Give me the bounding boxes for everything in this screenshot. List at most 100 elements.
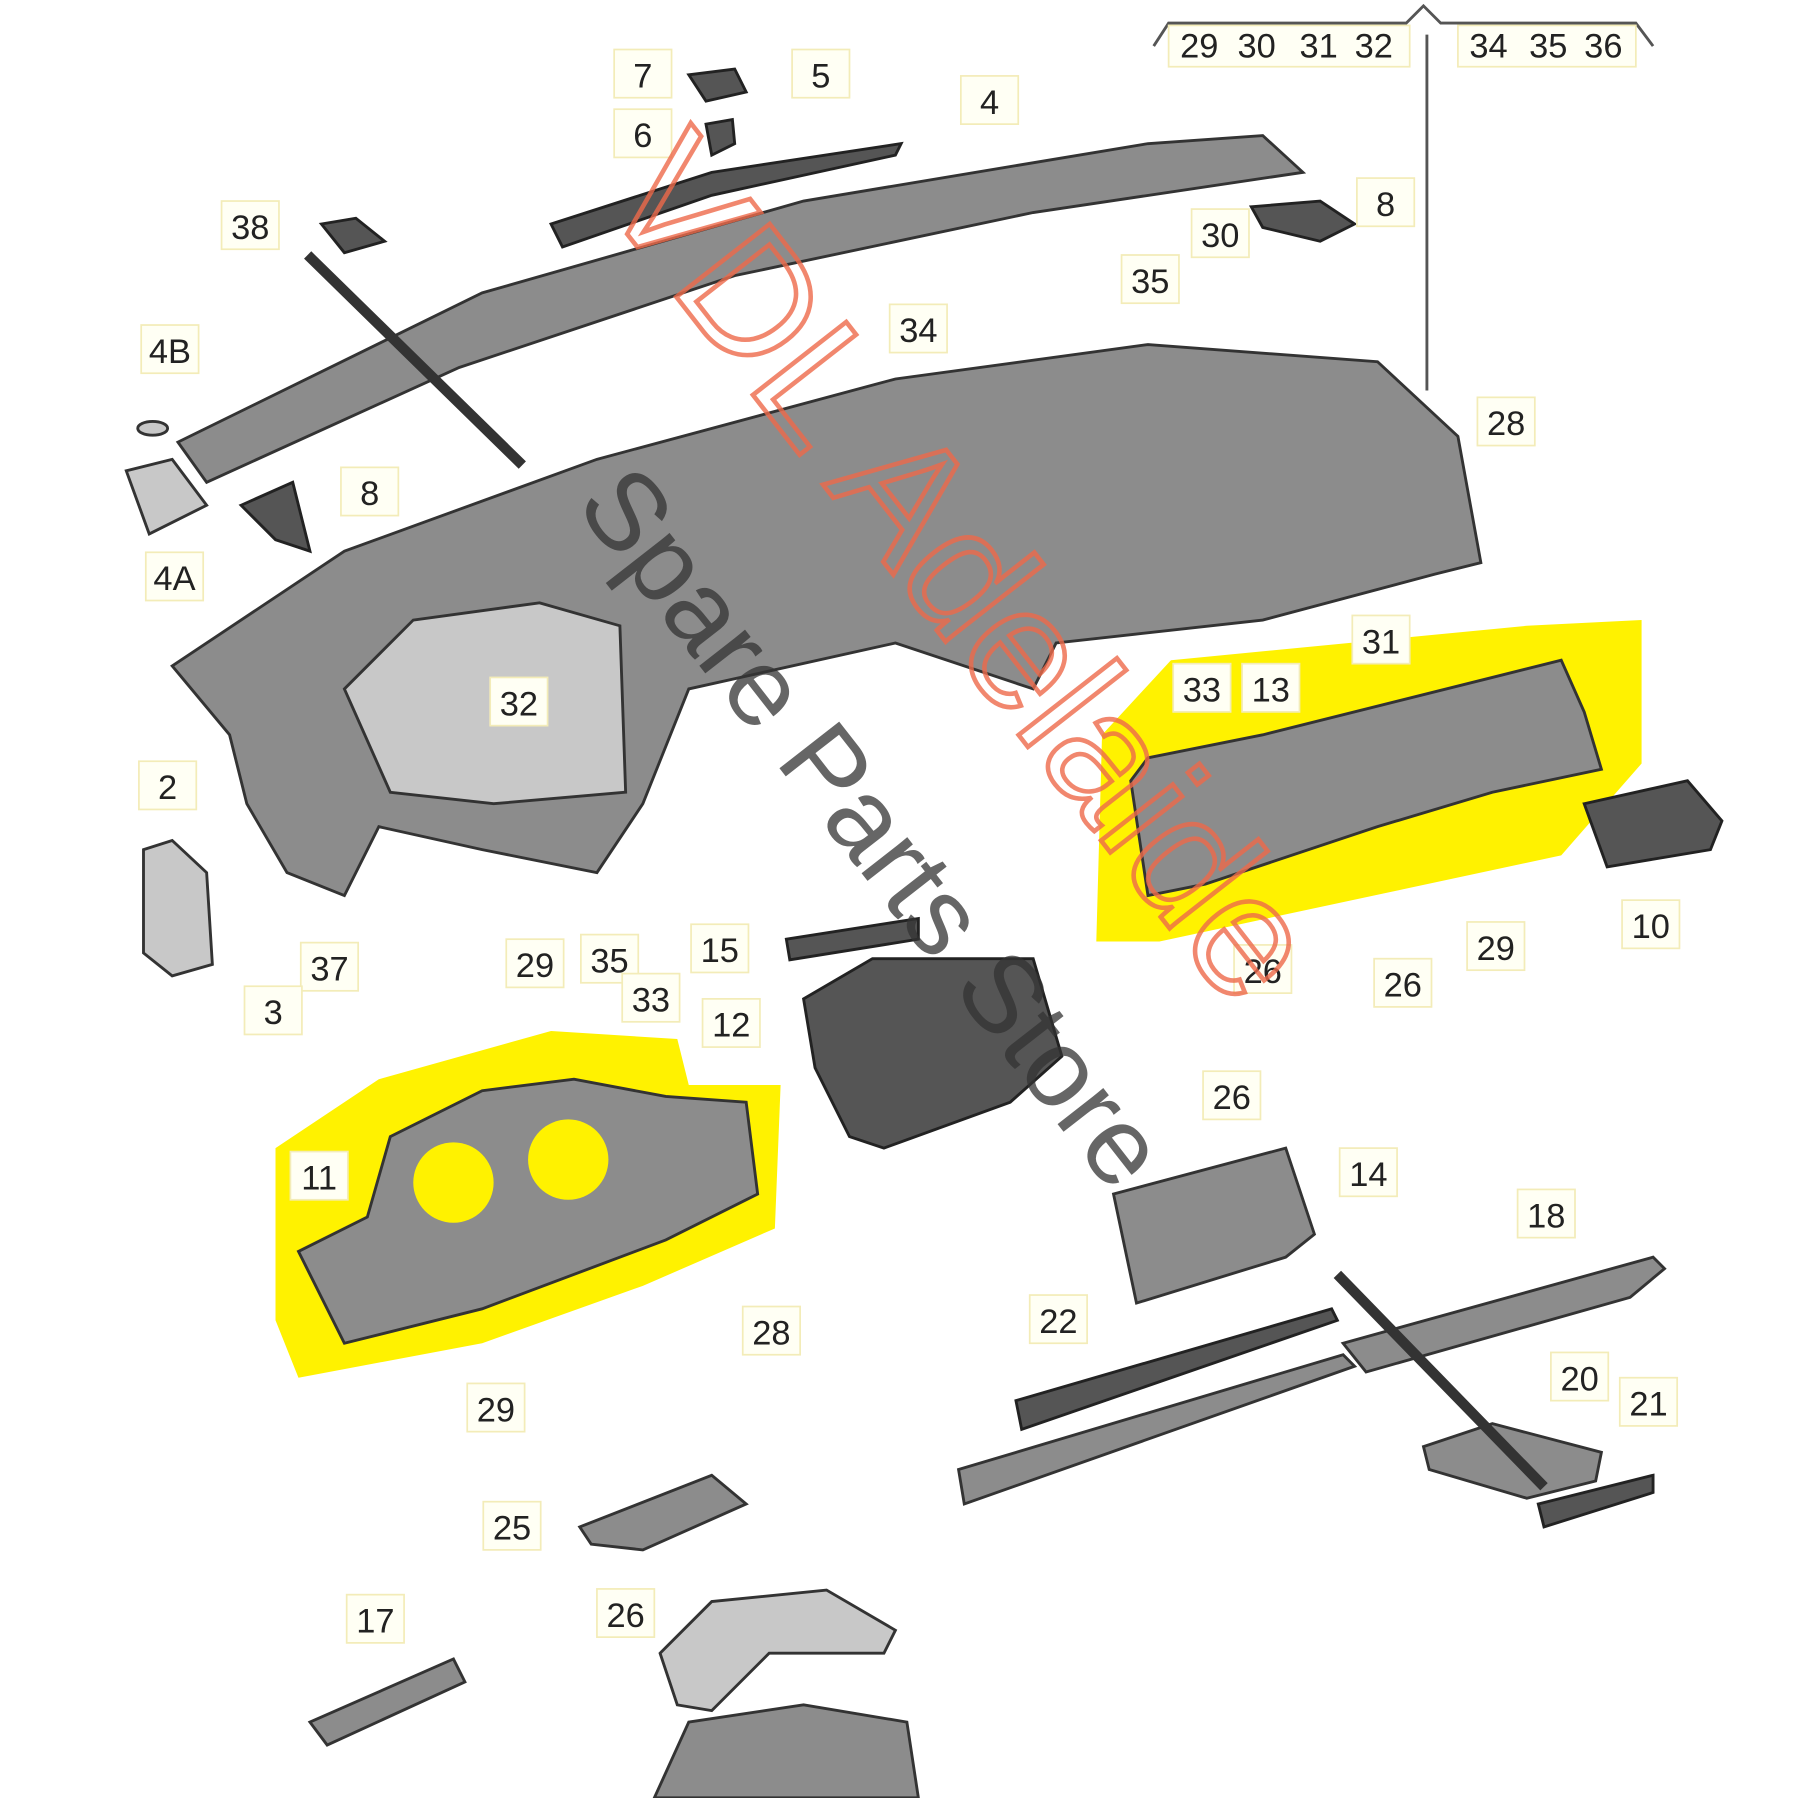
callout-label: 29 [1477, 930, 1515, 968]
callout-box [1466, 921, 1526, 972]
callout-label: 12 [712, 1007, 750, 1045]
callout-label: 22 [1039, 1303, 1077, 1341]
callout-box [701, 998, 761, 1048]
callout-box [138, 760, 198, 811]
callout-box [888, 303, 948, 354]
callout-box [140, 324, 200, 375]
callout-box [1172, 662, 1232, 713]
part-6-clip [704, 117, 737, 158]
callout-box [220, 200, 280, 251]
callout-label: 17 [356, 1603, 394, 1641]
callout-label: 26 [1244, 953, 1282, 991]
watermark-slash-top [304, 251, 526, 469]
callout-label: 8 [1376, 186, 1395, 224]
callout-label: 26 [606, 1597, 644, 1635]
callout-label: 37 [310, 951, 348, 989]
callout-box [1516, 1188, 1576, 1239]
callout-box [1618, 1376, 1679, 1427]
callout-label: 31 [1362, 623, 1400, 661]
svg-text:30: 30 [1238, 28, 1276, 66]
callout-label: 33 [632, 982, 670, 1020]
callout-label: 26 [1213, 1079, 1251, 1117]
part-8-vent-left [238, 480, 312, 554]
callout-box [289, 1150, 349, 1201]
callout-label: 29 [477, 1391, 515, 1429]
callout-label: 15 [701, 932, 739, 970]
callout-label: 4B [149, 333, 191, 371]
callout-label: 34 [899, 312, 937, 350]
callout-label: 38 [231, 209, 269, 247]
part-12-airbag [801, 957, 1064, 1150]
callout-label: 10 [1632, 908, 1670, 946]
callout-label: 2 [158, 769, 177, 807]
callout-box [596, 1588, 656, 1638]
part-22-strip [1014, 1307, 1340, 1432]
part-17-strip [307, 1657, 467, 1747]
part-18-trim [1340, 1255, 1667, 1374]
callout-box [1190, 208, 1250, 259]
group-left-labels: 29 30 31 32 [1167, 24, 1411, 68]
callout-box [345, 1593, 405, 1644]
callout-label: 29 [516, 947, 554, 985]
callout-label: 21 [1629, 1386, 1667, 1424]
callout-label: 11 [301, 1159, 337, 1197]
part-10-vent [1582, 779, 1724, 869]
part-25-cover [577, 1473, 749, 1552]
callout-label: 4 [980, 84, 999, 122]
callout-label: 8 [360, 475, 379, 513]
callout-label: 18 [1527, 1197, 1565, 1235]
part-38-bracket [318, 216, 388, 255]
callout-label: 35 [1131, 263, 1169, 301]
callout-box [1351, 614, 1411, 665]
callout-box [243, 985, 303, 1036]
svg-text:35: 35 [1529, 28, 1567, 66]
part-26-column-lower [652, 1703, 920, 1798]
callout-label: 26 [1384, 967, 1422, 1005]
callout-label: 20 [1560, 1360, 1598, 1398]
callout-box [340, 466, 400, 517]
callout-box [144, 551, 205, 602]
callout-label: 13 [1252, 672, 1290, 710]
part-19-strip [956, 1353, 1358, 1506]
part-8-vent-right [1248, 199, 1358, 243]
callout-box [613, 108, 673, 159]
callout-box [1233, 944, 1293, 994]
callout-label: 32 [500, 685, 538, 723]
callout-box [1241, 662, 1301, 713]
part-7-clip [686, 67, 749, 103]
callout-label: 5 [811, 57, 830, 95]
group-right-labels: 34 35 36 [1457, 24, 1637, 68]
callout-box [1202, 1070, 1262, 1121]
callout-box [1028, 1294, 1088, 1345]
callout-box [1120, 254, 1180, 305]
callout-label: 30 [1201, 217, 1239, 255]
callout-box [1621, 899, 1681, 950]
callout-label: 7 [633, 57, 652, 95]
part-5-defrost-grille [548, 141, 904, 249]
cluster-gauge-right [528, 1119, 609, 1200]
callout-box [1373, 957, 1433, 1008]
callout-box [1338, 1147, 1398, 1198]
callout-box [741, 1305, 801, 1356]
callout-label: 28 [752, 1314, 790, 1352]
callout-box [1550, 1351, 1610, 1402]
svg-text:32: 32 [1355, 28, 1393, 66]
part-cluster-opening [342, 601, 628, 806]
callout-box [690, 923, 750, 974]
callout-box [489, 676, 549, 727]
callout-box [1356, 177, 1416, 228]
watermark-slash-bottom [1333, 1270, 1548, 1491]
callout-box [299, 941, 360, 992]
part-26-column-upper [658, 1588, 898, 1713]
svg-text:29: 29 [1180, 28, 1218, 66]
callout-label: 28 [1487, 405, 1525, 443]
callout-box [505, 938, 565, 989]
callout-label: 33 [1183, 672, 1221, 710]
callout-box [959, 75, 1020, 125]
svg-text:36: 36 [1584, 28, 1622, 66]
callout-label: 4A [153, 560, 195, 598]
part-2-end-cap [142, 838, 214, 978]
